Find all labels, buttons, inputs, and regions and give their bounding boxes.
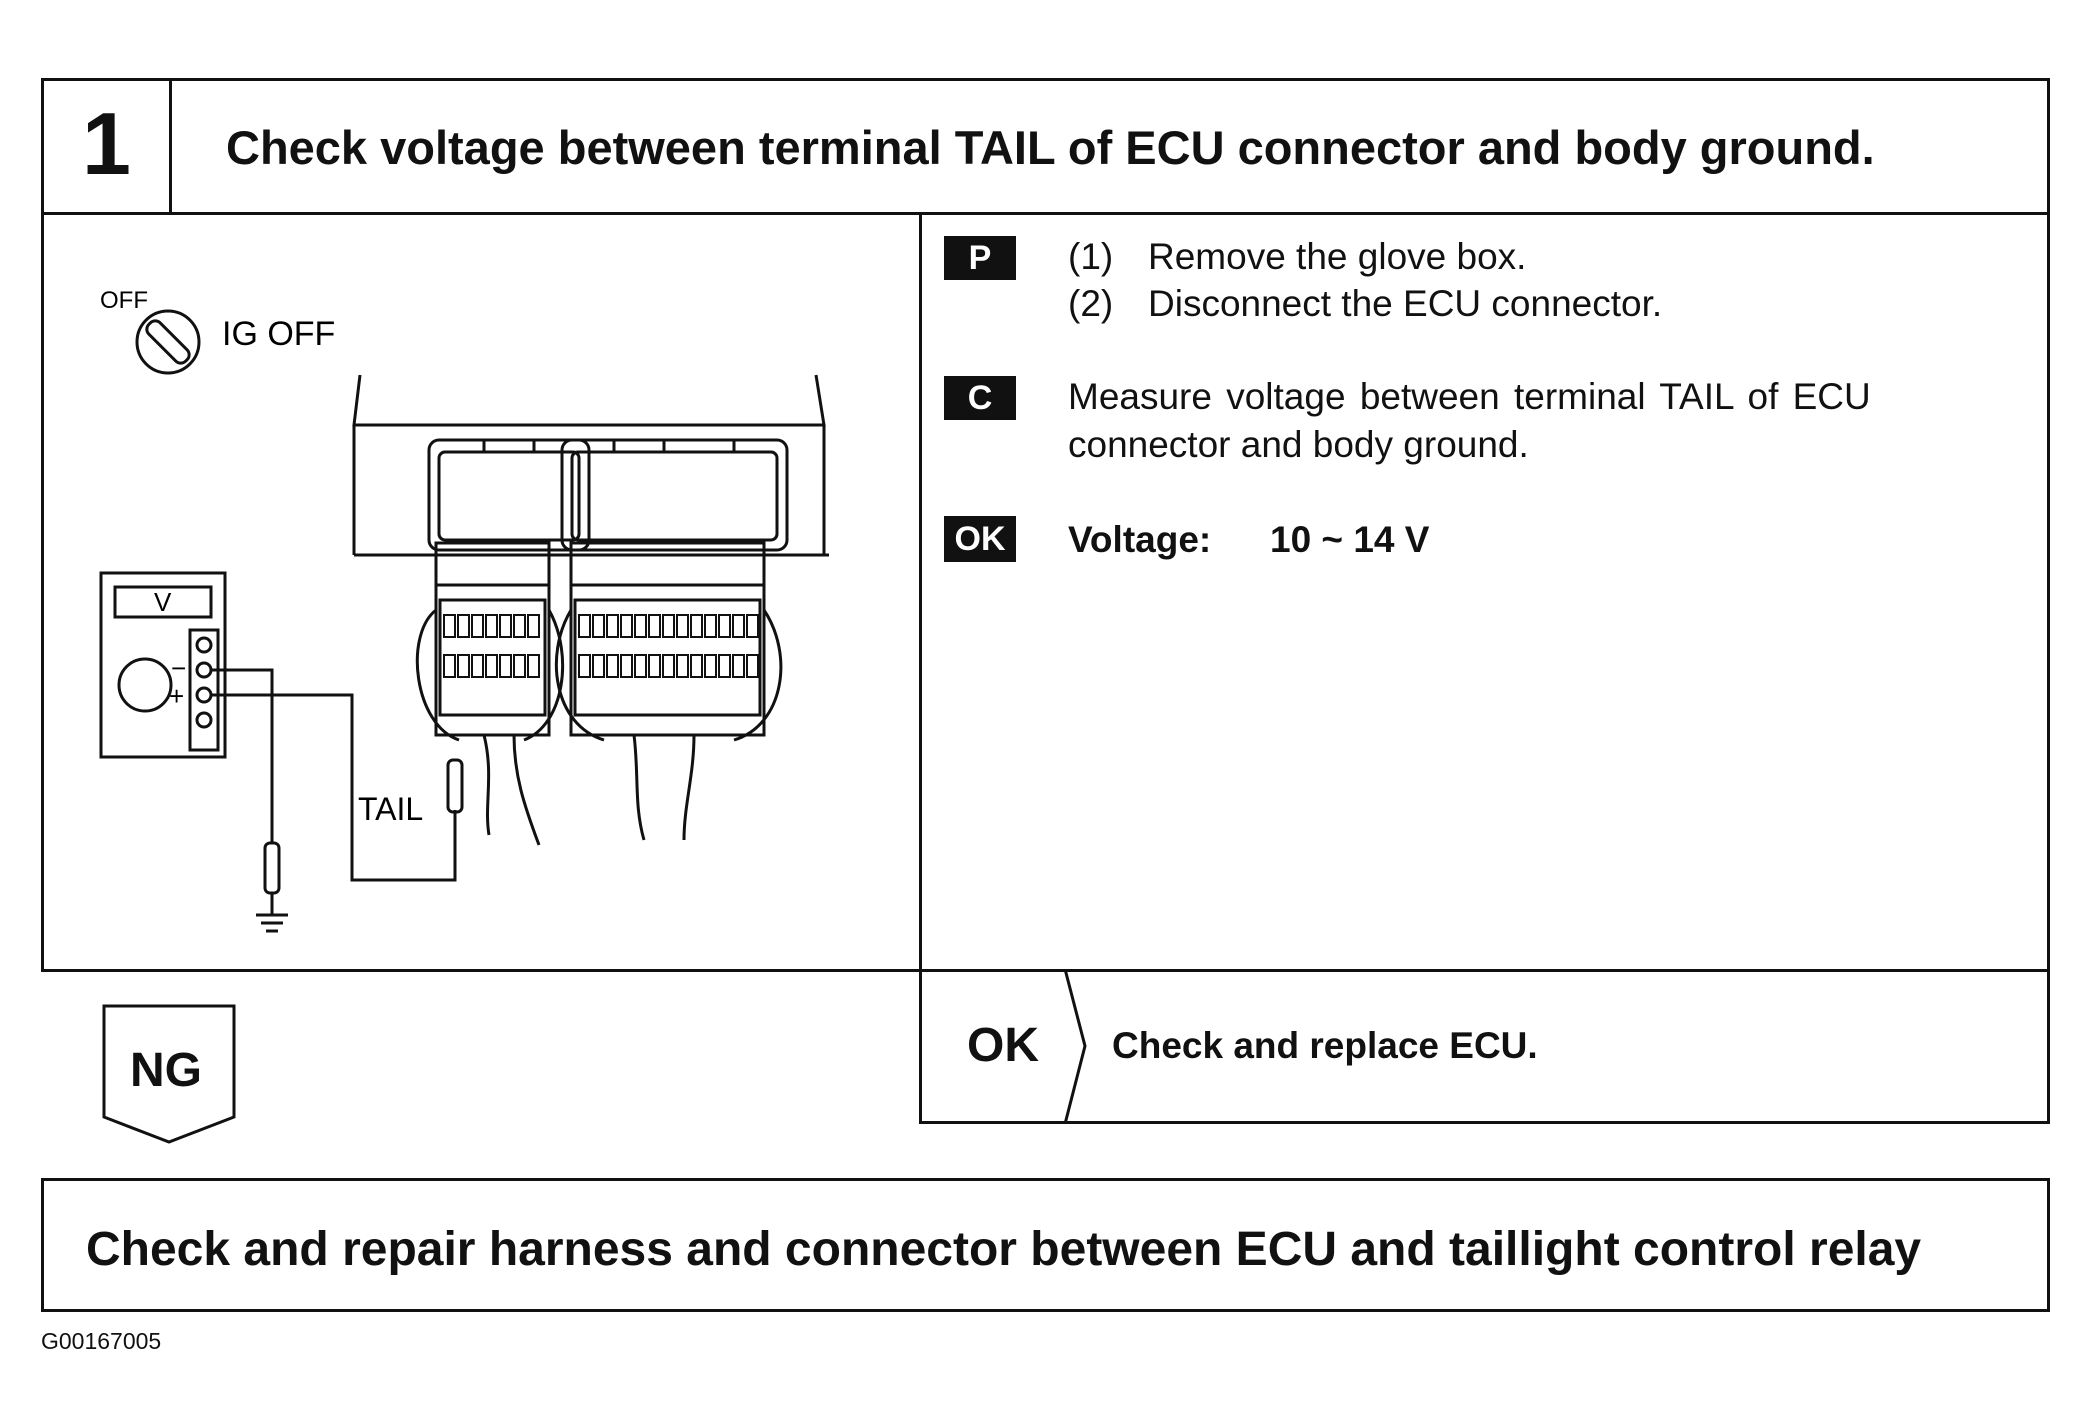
repair-box	[41, 1178, 2050, 1312]
ng-arrow	[102, 1004, 236, 1144]
connector-pin	[704, 614, 717, 638]
connector-pin	[499, 654, 512, 678]
connector-pin	[718, 614, 731, 638]
figure-code: G00167005	[41, 1328, 162, 1354]
ok-result-text: Check and replace ECU.	[1112, 1025, 1538, 1066]
off-label: OFF	[100, 287, 148, 314]
p-item-1-num: (1)	[1068, 236, 1114, 277]
minus-terminal-label: −	[171, 653, 186, 683]
connector-pin	[578, 654, 591, 678]
tail-label: TAIL	[358, 791, 423, 827]
step-body	[41, 212, 2050, 972]
c-text-line-1: Measure voltage between terminal TAIL of…	[1068, 376, 1871, 417]
c-text-line-2: connector and body ground.	[1068, 424, 1529, 465]
connector-pin	[485, 614, 498, 638]
connector-pin	[513, 614, 526, 638]
connector-pins	[443, 614, 759, 678]
connector-pin	[606, 614, 619, 638]
connector-pin	[620, 614, 633, 638]
connector-pin	[634, 654, 647, 678]
connector-pin	[746, 614, 759, 638]
connector-pin	[676, 614, 689, 638]
connector-pin	[634, 614, 647, 638]
connector-pin	[592, 654, 605, 678]
connector-pin	[662, 614, 675, 638]
step-number: 1	[82, 94, 131, 193]
repair-text: Check and repair harness and connector b…	[86, 1223, 1922, 1276]
ignition-switch-icon	[135, 309, 201, 375]
voltmeter-label: V	[154, 587, 172, 617]
ok-badge: OK	[944, 516, 1016, 562]
connector-pin	[662, 654, 675, 678]
connector-pin	[592, 614, 605, 638]
voltage-label: Voltage:	[1068, 519, 1212, 560]
connector-pin	[690, 614, 703, 638]
step-title: Check voltage between terminal TAIL of E…	[226, 121, 1875, 174]
connector-pin	[443, 614, 456, 638]
ecu-unit	[352, 374, 829, 557]
ng-label: NG	[130, 1044, 202, 1097]
connector-pin	[471, 614, 484, 638]
connector-pin	[527, 614, 540, 638]
connector-pin	[457, 614, 470, 638]
connector-pin	[648, 654, 661, 678]
ig-off-label: IG OFF	[222, 315, 335, 353]
p-item-2-num: (2)	[1068, 283, 1114, 324]
ecu-harness-connectors	[415, 541, 783, 846]
connector-pin	[578, 614, 591, 638]
ok-result-label: OK	[967, 1019, 1039, 1072]
p-item-1-text: Remove the glove box.	[1148, 236, 1527, 277]
voltage-value: 10 ~ 14 V	[1270, 519, 1430, 560]
connector-pin	[732, 654, 745, 678]
connector-pin	[527, 654, 540, 678]
c-badge: C	[944, 376, 1016, 420]
connector-pin	[732, 614, 745, 638]
connector-pin	[620, 654, 633, 678]
connector-pin	[606, 654, 619, 678]
connector-pin	[457, 654, 470, 678]
body-divider	[919, 212, 922, 1124]
ok-result-box	[919, 969, 2050, 1124]
p-item-2-text: Disconnect the ECU connector.	[1148, 283, 1663, 324]
p-badge: P	[944, 236, 1016, 280]
plus-terminal-label: +	[169, 681, 184, 711]
connector-pin	[499, 614, 512, 638]
ecu-connector-diagram: OFF IG OFF V − +	[99, 287, 829, 933]
step-number-divider	[169, 78, 172, 215]
connector-pin	[471, 654, 484, 678]
connector-pin	[704, 654, 717, 678]
connector-pin	[443, 654, 456, 678]
connector-pin	[485, 654, 498, 678]
connector-pin	[513, 654, 526, 678]
connector-pin	[718, 654, 731, 678]
connector-pin	[690, 654, 703, 678]
connector-pin	[746, 654, 759, 678]
connector-pin	[676, 654, 689, 678]
connector-pin	[648, 614, 661, 638]
ground-icon	[256, 893, 288, 933]
ok-arrow-divider	[1063, 969, 1087, 1124]
